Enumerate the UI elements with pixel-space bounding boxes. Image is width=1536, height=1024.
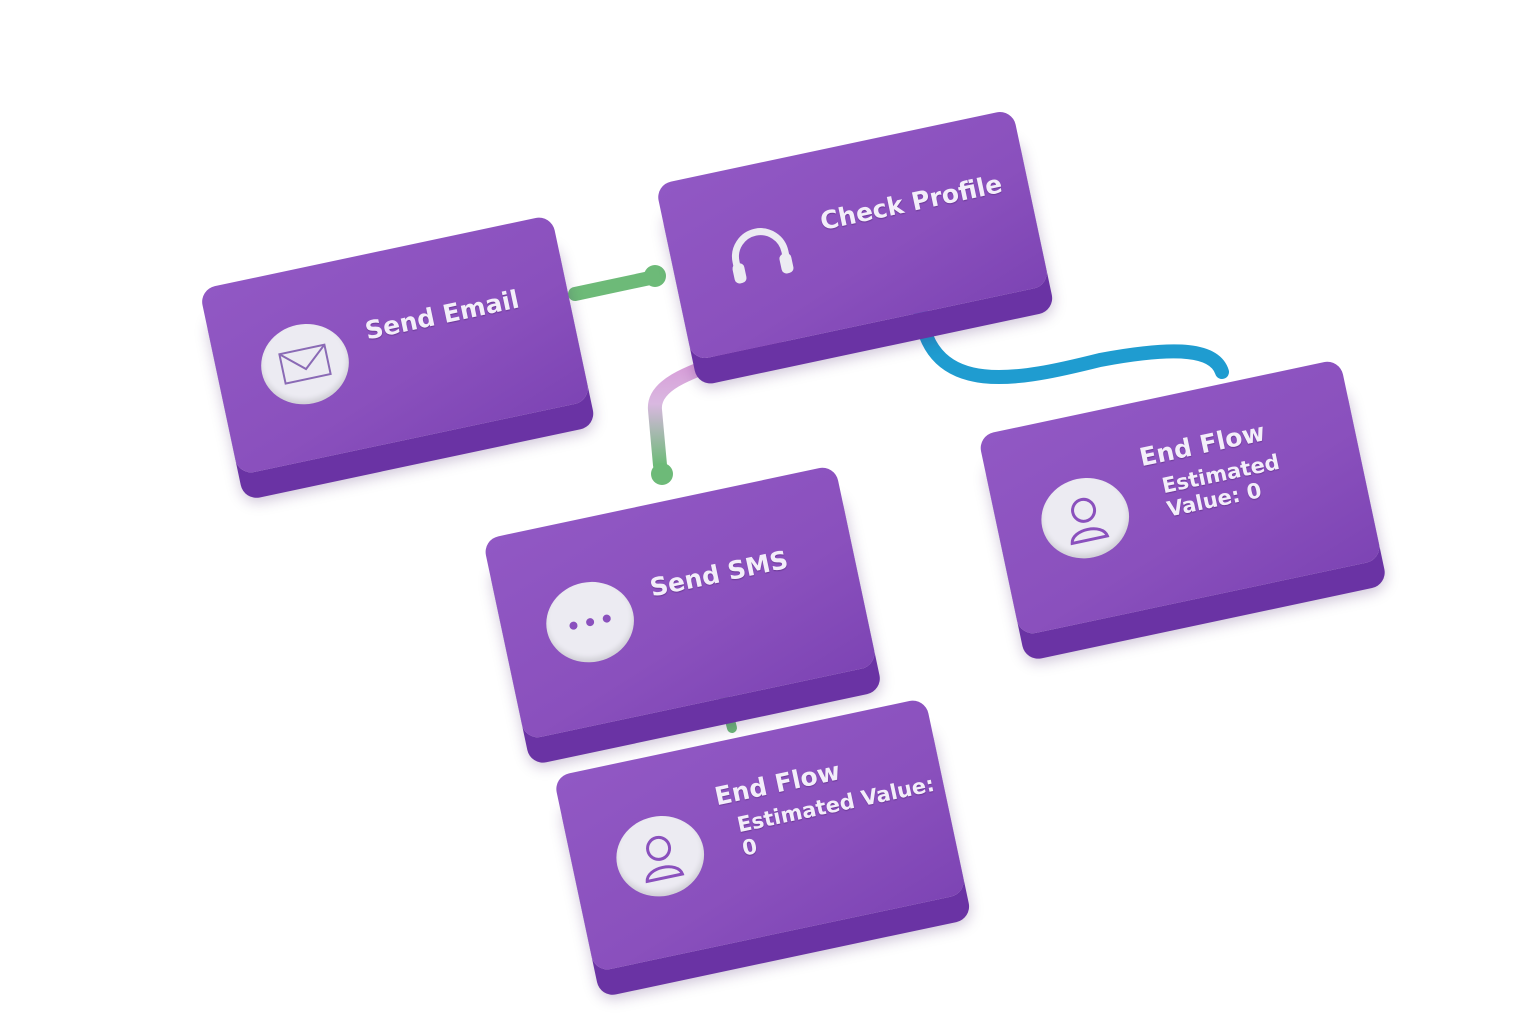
chat-dots-icon [538, 573, 642, 670]
connector-arrowhead [644, 265, 666, 287]
connector-arrowhead [651, 463, 673, 485]
connector-email-to-profile [568, 271, 657, 301]
user-icon [1033, 469, 1137, 566]
node-label: Check Profile [817, 168, 1005, 236]
headset-icon [709, 206, 812, 303]
node-send-email[interactable]: Send Email [199, 214, 591, 476]
connector-profile-to-endflow [913, 303, 1229, 385]
user-icon [608, 807, 712, 905]
mail-icon [253, 315, 357, 413]
node-label: Send Email [362, 284, 522, 346]
node-label: Send SMS [647, 545, 791, 603]
node-check-profile[interactable]: Check Profile [655, 109, 1050, 361]
node-send-sms[interactable]: Send SMS [482, 464, 878, 741]
